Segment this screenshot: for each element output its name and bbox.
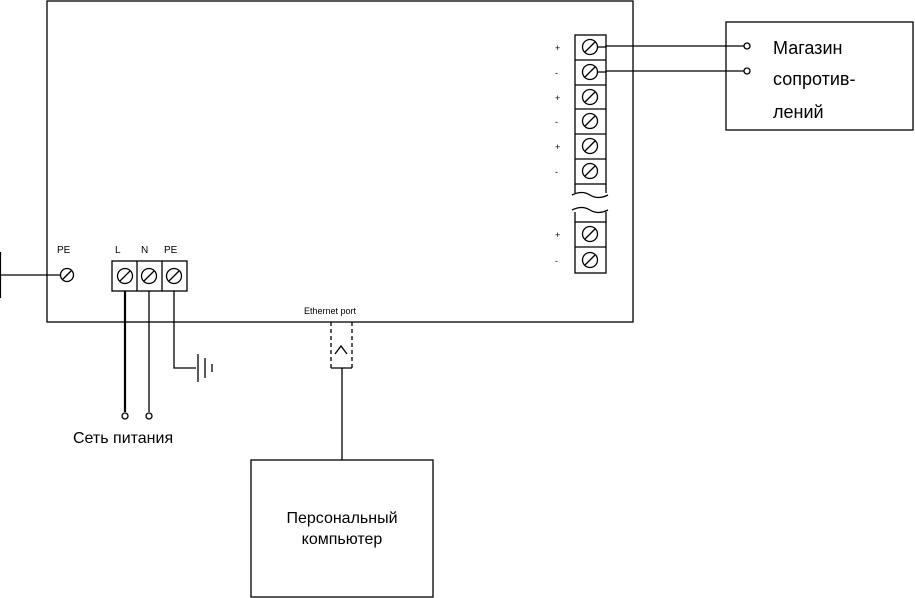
computer-label-line-2: компьютер [302, 531, 383, 548]
resistance-label-line-1: Магазин [773, 38, 842, 58]
resistance-label-line-2: сопротив- [773, 69, 855, 89]
output-terminal-column-lower [574, 221, 607, 274]
device-enclosure [46, 0, 634, 323]
pe-left-label: PE [57, 245, 71, 256]
resistance-contact-2 [743, 67, 751, 75]
power-terminal-block [111, 260, 188, 292]
polarity-mark-8: - [555, 256, 558, 266]
power-supply-label: Сеть питания [73, 430, 173, 447]
resistance-box [725, 21, 914, 131]
wire-output-minus [597, 70, 744, 73]
mains-contact-n [145, 412, 153, 420]
personal-computer-box [250, 459, 434, 598]
polarity-mark-7: + [555, 230, 560, 240]
pe-screw-terminal [59, 267, 75, 283]
polarity-mark-5: + [555, 142, 560, 152]
terminal-label-l: L [115, 245, 121, 256]
wire-output-plus [597, 45, 744, 48]
polarity-mark-4: - [555, 117, 558, 127]
terminal-column-break [571, 184, 609, 222]
output-terminal-column-upper [574, 34, 607, 185]
resistance-label-line-3: лений [773, 102, 824, 122]
polarity-mark-2: - [555, 68, 558, 78]
polarity-mark-3: + [555, 93, 560, 103]
polarity-mark-1: + [555, 43, 560, 53]
terminal-label-pe: PE [164, 245, 178, 256]
ethernet-port[interactable] [330, 322, 353, 369]
ground-symbol [173, 291, 213, 382]
resistance-contact-1 [743, 42, 751, 50]
terminal-label-n: N [141, 245, 148, 256]
polarity-mark-6: - [555, 167, 558, 177]
mains-contact-l [121, 412, 129, 420]
computer-label-line-1: Персональный [286, 510, 397, 527]
ethernet-port-label: Ethernet port [304, 306, 357, 316]
